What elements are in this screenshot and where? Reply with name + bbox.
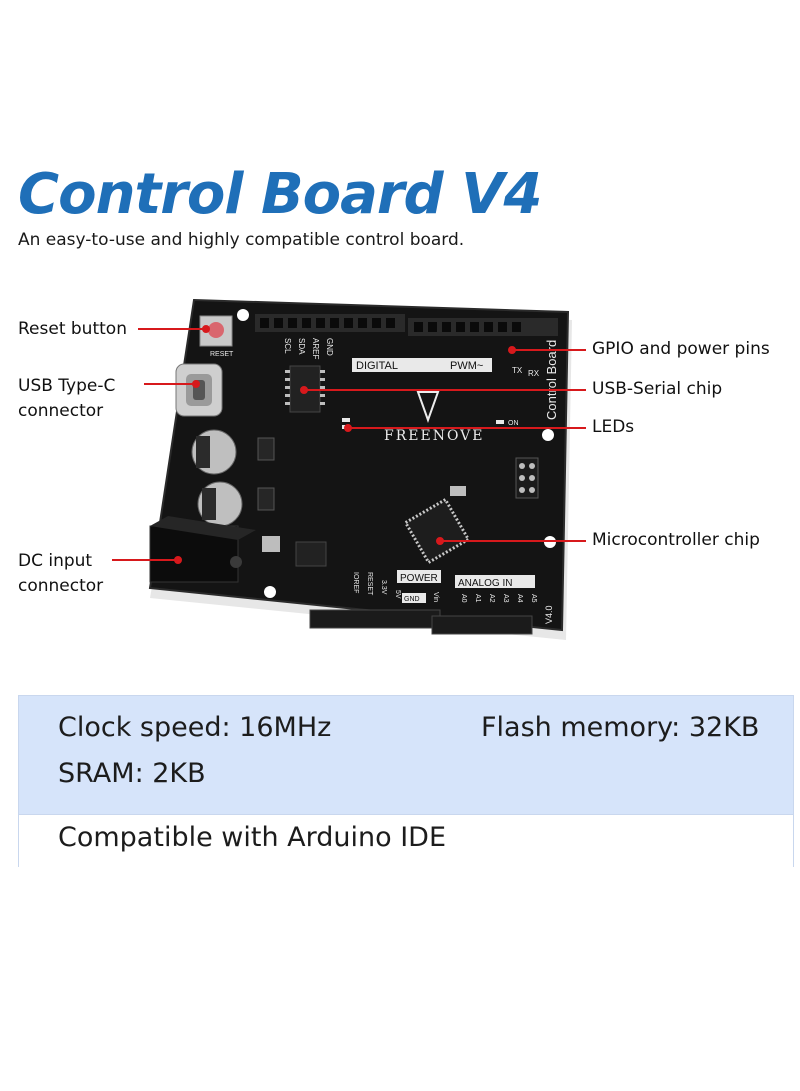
callout-leds: LEDs [592, 417, 635, 437]
spec-table: Clock speed: 16MHz Flash memory: 32KB SR… [18, 695, 794, 868]
analog-band [455, 575, 535, 588]
pin-label: A4 [516, 594, 523, 603]
callout-dc-input: DC input connector [18, 551, 104, 596]
spec-clock-speed: Clock speed: 16MHz [58, 712, 332, 743]
pin-label: 5V [394, 590, 401, 599]
pin-label: RESET [366, 572, 373, 596]
board-pcb [148, 298, 570, 632]
board-side-label: Control Board [544, 340, 559, 420]
callout-gpio-pins: GPIO and power pins [592, 339, 770, 359]
digital-band [352, 358, 492, 372]
board-illustration: DIGITAL PWM~ SCL SDA AREF GND Control Bo… [112, 298, 586, 640]
tx-label: TX [512, 366, 523, 375]
led-tx [342, 418, 350, 422]
pin-label: IOREF [352, 572, 359, 593]
pin-label: GND [325, 338, 334, 356]
analog-label: ANALOG IN [458, 578, 512, 589]
led-on-label: ON [508, 420, 519, 427]
spec-band-top [19, 696, 793, 814]
pin-label: SCL [283, 338, 292, 354]
page-title: Control Board V4 [18, 162, 542, 227]
power-band [397, 570, 441, 583]
page-subtitle: An easy-to-use and highly compatible con… [18, 230, 465, 250]
pwm-label: PWM~ [450, 360, 483, 372]
spec-flash-memory: Flash memory: 32KB [481, 712, 760, 743]
mount-hole [542, 429, 554, 441]
digital-label: DIGITAL [356, 360, 398, 372]
spec-arduino-ide: Compatible with Arduino IDE [58, 822, 447, 853]
pin-label: SDA [297, 338, 306, 355]
reset-button-cap [208, 322, 224, 338]
pin-label: 3.3V [380, 580, 387, 595]
callout-usb-type-c: USB Type-C connector [18, 376, 116, 421]
led-on [496, 420, 504, 424]
callout-microcontroller: Microcontroller chip [592, 530, 760, 550]
callout-usb-serial-chip: USB-Serial chip [592, 379, 723, 399]
spec-sram: SRAM: 2KB [58, 758, 206, 789]
pin-label: A3 [502, 594, 509, 603]
callout-reset-button: Reset button [18, 319, 127, 339]
pin-label: A0 [460, 594, 467, 603]
mount-hole [237, 309, 249, 321]
pin-label: A5 [530, 594, 537, 603]
pin-label: AREF [311, 338, 320, 359]
pin-label: Vin [432, 592, 439, 602]
version-label: V4.0 [544, 605, 554, 624]
pin-label: A2 [488, 594, 495, 603]
icsp-header [515, 457, 539, 499]
header-power [309, 609, 441, 629]
microcontroller-chip [403, 497, 471, 565]
reset-label: RESET [210, 351, 234, 358]
power-label: POWER [400, 573, 438, 584]
header-analog [431, 615, 533, 635]
spec-band-bottom [19, 814, 793, 868]
mount-hole [264, 586, 276, 598]
brand-logo-icon [416, 391, 440, 423]
gnd-band [402, 593, 426, 603]
pin-label: GND [404, 596, 420, 603]
brand-label: FREENOVE [384, 428, 485, 444]
pin-label: A1 [474, 594, 481, 603]
rx-label: RX [528, 369, 540, 378]
